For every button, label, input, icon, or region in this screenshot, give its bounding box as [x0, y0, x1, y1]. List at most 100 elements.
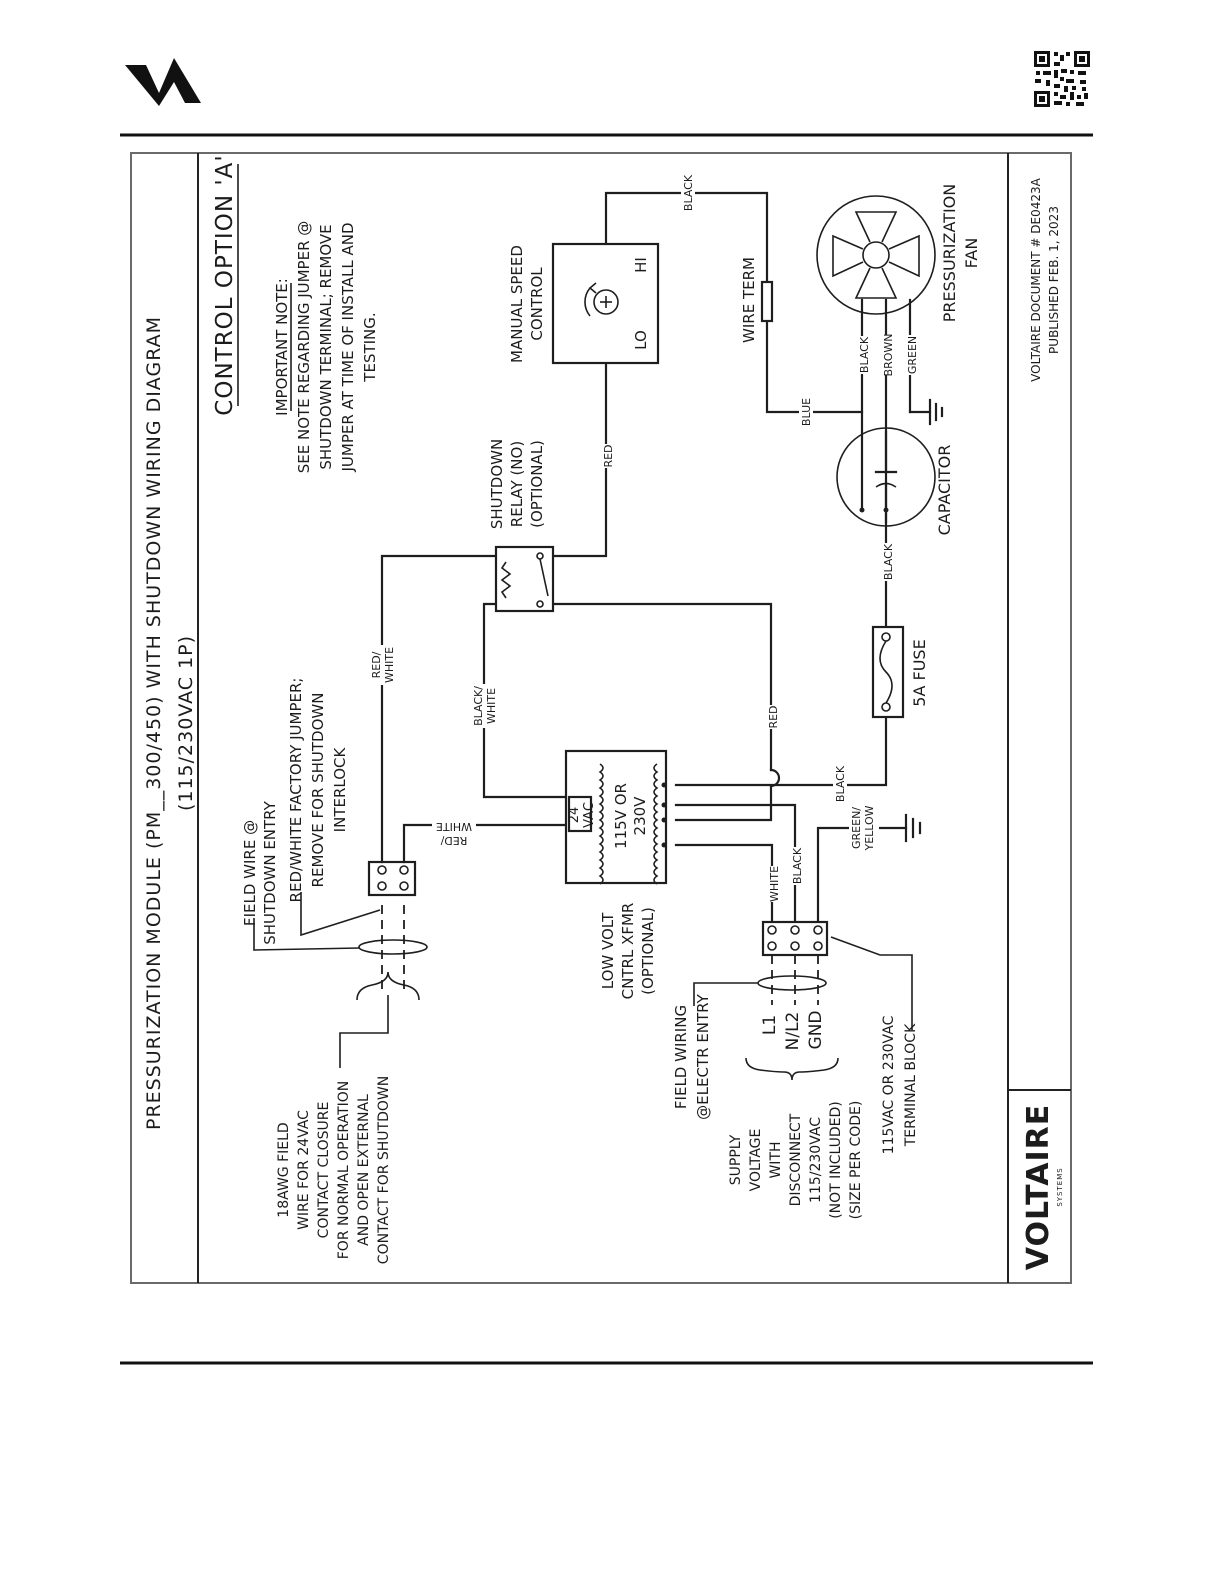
transformer-label: LOW VOLT CNTRL XFMR (OPTIONAL) [599, 903, 657, 1000]
wire-label: BLACK [682, 174, 695, 211]
svg-text:AND OPEN EXTERNAL: AND OPEN EXTERNAL [356, 1094, 372, 1246]
shutdown-terminal [367, 860, 417, 897]
field-wire-brace [356, 971, 420, 1001]
wire-term-label: WIRE TERM [740, 257, 758, 343]
svg-text:(NOT INCLUDED): (NOT INCLUDED) [828, 1101, 844, 1219]
wire-label: BLACK [858, 336, 871, 373]
shutdown-relay [494, 545, 555, 613]
note-text: SEE NOTE REGARDING JUMPER @ SHUTDOWN TER… [295, 221, 379, 474]
svg-text:N/L2: N/L2 [783, 1012, 803, 1051]
wire-label: WHITE [383, 647, 396, 683]
svg-text:LOW VOLT: LOW VOLT [599, 912, 617, 989]
speed-control [551, 242, 660, 365]
wire-label: BLACK [834, 765, 847, 802]
control-option: CONTROL OPTION 'A' [212, 154, 239, 416]
control-option-label: CONTROL OPTION 'A' [212, 154, 238, 415]
wire-label: BROWN [882, 334, 895, 377]
note-heading: IMPORTANT NOTE: [273, 278, 291, 416]
svg-text:MANUAL SPEED: MANUAL SPEED [508, 245, 526, 363]
svg-text:PRESSURIZATION: PRESSURIZATION [940, 184, 959, 322]
svg-text:CONTROL: CONTROL [528, 267, 546, 341]
svg-text:18AWG FIELD: 18AWG FIELD [276, 1122, 292, 1217]
svg-text:FOR NORMAL OPERATION: FOR NORMAL OPERATION [336, 1081, 352, 1260]
wire-term [760, 280, 774, 323]
supply-terminal-block [761, 920, 829, 957]
wire-label: BLACK [882, 543, 895, 580]
terminal-l1: L1 [760, 1015, 780, 1035]
wire-label: WHITE [768, 866, 781, 902]
svg-text:115/230VAC: 115/230VAC [808, 1117, 824, 1203]
svg-text:WITH: WITH [768, 1141, 784, 1178]
note-line: SHUTDOWN TERMINAL; REMOVE [317, 224, 335, 469]
qr-code [1034, 51, 1090, 107]
svg-text:FIELD WIRING: FIELD WIRING [672, 1005, 690, 1109]
svg-text:SHUTDOWN: SHUTDOWN [488, 439, 506, 529]
svg-text:115VAC OR 230VAC: 115VAC OR 230VAC [881, 1015, 897, 1154]
brand-logo [125, 58, 201, 106]
svg-text:CONTACT CLOSURE: CONTACT CLOSURE [316, 1102, 332, 1239]
svg-text:RED/WHITE FACTORY JUMPER;: RED/WHITE FACTORY JUMPER; [287, 678, 305, 903]
fuse [871, 625, 905, 719]
hi-label: HI [632, 257, 650, 273]
speed-control-label: MANUAL SPEED CONTROL [508, 245, 546, 363]
wire-label: BLACK [791, 847, 804, 884]
wire-label: WHITE [436, 820, 472, 833]
capacitor [836, 427, 936, 527]
wire-label: RED [602, 444, 615, 467]
svg-text:CONTACT FOR SHUTDOWN: CONTACT FOR SHUTDOWN [376, 1076, 392, 1264]
wire-label: WHITE [485, 688, 498, 724]
document-number: VOLTAIRE DOCUMENT # DE0423A [1029, 177, 1043, 381]
wire-label: GREEN/ [850, 807, 863, 849]
voltaire-logo: VOLTAIRE SYSTEMS [1021, 1104, 1064, 1270]
wire-label: RED/ [440, 834, 467, 847]
wire-label: BLACK/ [472, 686, 485, 726]
wire-label: GREEN [906, 336, 919, 374]
field-wiring-label: FIELD WIRING @ELECTR ENTRY [672, 993, 712, 1119]
wire-label: YELLOW [863, 805, 876, 851]
svg-text:VOLTAGE: VOLTAGE [748, 1129, 764, 1192]
terminal-block-label: 115VAC OR 230VAC TERMINAL BLOCK [881, 1015, 919, 1154]
ground-symbol [908, 398, 944, 426]
pressurization-fan [816, 195, 936, 315]
terminal-block-leader [830, 936, 913, 1030]
svg-text:LO: LO [632, 330, 650, 350]
svg-text:WIRE TERM: WIRE TERM [740, 257, 758, 343]
transformer-primary: 115V OR 230V [612, 783, 649, 849]
wire-label: BLUE [800, 398, 813, 426]
fuse-label: 5A FUSE [910, 639, 929, 706]
published-date: PUBLISHED FEB. 1, 2023 [1047, 206, 1061, 354]
svg-text:INTERLOCK: INTERLOCK [331, 747, 349, 833]
svg-text:WIRE FOR 24VAC: WIRE FOR 24VAC [296, 1110, 312, 1230]
field-wiring-leader [693, 982, 758, 1006]
svg-text:(OPTIONAL): (OPTIONAL) [639, 907, 657, 995]
svg-text:CAPACITOR: CAPACITOR [935, 445, 954, 536]
important-note: IMPORTANT NOTE: [273, 278, 292, 416]
terminal-nl2: N/L2 [783, 1012, 803, 1051]
wire-label: RED [767, 705, 780, 728]
ground-symbol [904, 813, 922, 843]
drawing-frame [130, 152, 1072, 1284]
svg-text:REMOVE FOR SHUTDOWN: REMOVE FOR SHUTDOWN [309, 693, 327, 888]
svg-text:RELAY (NO): RELAY (NO) [508, 441, 526, 527]
jumper-leader [300, 892, 381, 937]
brand-name: VOLTAIRE [1021, 1104, 1056, 1270]
relay-label: SHUTDOWN RELAY (NO) (OPTIONAL) [488, 439, 546, 529]
wire-labels: BLACK RED BLUE BLACK BROWN GREEN BLACK R… [369, 174, 919, 902]
entry-leader [253, 918, 361, 951]
svg-text:DISCONNECT: DISCONNECT [788, 1113, 804, 1206]
svg-text:5A FUSE: 5A FUSE [910, 639, 929, 706]
terminal-gnd: GND [806, 1011, 826, 1050]
note-line: SEE NOTE REGARDING JUMPER @ [295, 221, 313, 474]
supply-brace [745, 1057, 839, 1081]
svg-text:230V: 230V [631, 796, 649, 836]
lo-label: LO [632, 330, 650, 350]
svg-text:FAN: FAN [962, 238, 981, 269]
svg-text:@ELECTR ENTRY: @ELECTR ENTRY [694, 993, 712, 1119]
svg-text:24: 24 [567, 807, 582, 824]
svg-text:(SIZE PER CODE): (SIZE PER CODE) [848, 1101, 864, 1220]
note-line: JUMPER AT TIME OF INSTALL AND [339, 222, 357, 472]
svg-text:SHUTDOWN ENTRY: SHUTDOWN ENTRY [261, 800, 279, 944]
note-line: TESTING. [361, 312, 379, 382]
svg-text:TERMINAL BLOCK: TERMINAL BLOCK [903, 1023, 919, 1147]
